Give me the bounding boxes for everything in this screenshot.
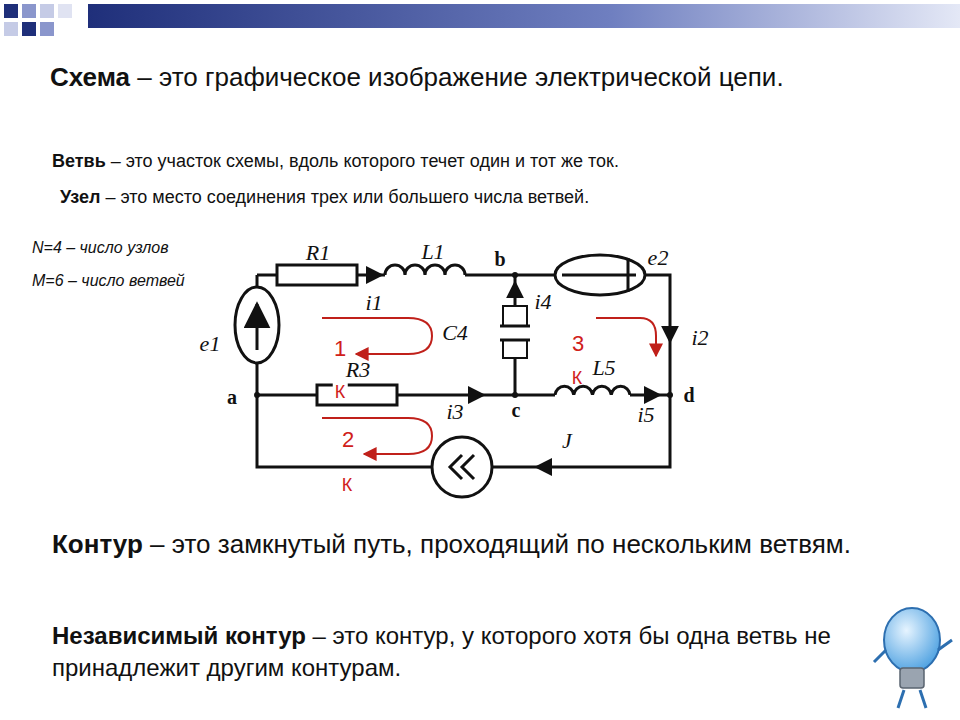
current-label: i2 (691, 327, 708, 349)
current-arrow (460, 394, 484, 396)
definition: – это графическое изображение электричес… (137, 62, 783, 92)
resistor-symbol (277, 265, 357, 285)
callout-number: 2 (342, 429, 354, 451)
space (100, 187, 105, 207)
loop-arrows (322, 318, 656, 454)
inductor-symbol (555, 386, 630, 395)
lightbulb-icon (874, 608, 952, 708)
definition-text: Контур – это замкнутый путь, проходящий … (52, 528, 932, 562)
current-label: i1 (365, 292, 382, 314)
definition: – это участок схемы, вдоль которого тече… (111, 151, 619, 171)
current-label: i4 (534, 291, 551, 313)
definition-text: Узел – это место соединения трех или бол… (60, 186, 940, 209)
component-label: R3 (346, 359, 370, 381)
current-source-j (432, 437, 560, 497)
node-label: b (494, 249, 505, 269)
component-label: C4 (442, 322, 468, 344)
callout-letter: К (572, 369, 583, 387)
capacitor-symbol (500, 282, 530, 358)
node-label: a (227, 387, 237, 407)
current-label: i3 (446, 401, 463, 423)
term: Контур (52, 529, 143, 559)
definition-text: Схема – это графическое изображение элек… (30, 60, 910, 95)
definition-text: Ветвь – это участок схемы, вдоль которог… (52, 150, 932, 173)
source-label: e2 (648, 247, 669, 269)
definition: – это замкнутый путь, проходящий по неск… (150, 529, 851, 559)
term: Узел (60, 187, 100, 207)
term: Независимый контур (52, 622, 306, 649)
node-dots (254, 272, 673, 398)
callout-letter: К (333, 383, 348, 401)
callout-number: 1 (334, 338, 346, 360)
space (106, 151, 111, 171)
space (306, 622, 313, 649)
current-label: i5 (637, 404, 654, 426)
definition: – это место соединения трех или большего… (105, 187, 589, 207)
term: Схема (50, 62, 130, 92)
space (130, 62, 137, 92)
space (143, 529, 150, 559)
current-arrow (362, 274, 382, 276)
callout-letter: К (342, 476, 353, 494)
source-label: J (562, 430, 572, 452)
source-label: e1 (200, 333, 221, 355)
callout-number: 3 (572, 333, 584, 355)
resistor-symbol (317, 385, 397, 405)
branch-count-note: M=6 – число ветвей (32, 273, 185, 289)
node-count-note: N=4 – число узлов (32, 240, 169, 256)
definition-text: Независимый контур – это контур, у котор… (52, 620, 872, 685)
component-label: L5 (592, 357, 615, 379)
term: Ветвь (52, 151, 106, 171)
node-label: d (683, 385, 694, 405)
voltage-source-e1 (235, 287, 279, 363)
inductor-symbol (385, 265, 465, 275)
node-label: c (512, 400, 521, 420)
component-label: R1 (306, 242, 330, 264)
component-label: L1 (421, 241, 444, 263)
voltage-source-e2 (555, 255, 645, 295)
current-arrow (669, 318, 671, 342)
current-arrow (636, 394, 660, 396)
header-decoration (4, 4, 960, 36)
